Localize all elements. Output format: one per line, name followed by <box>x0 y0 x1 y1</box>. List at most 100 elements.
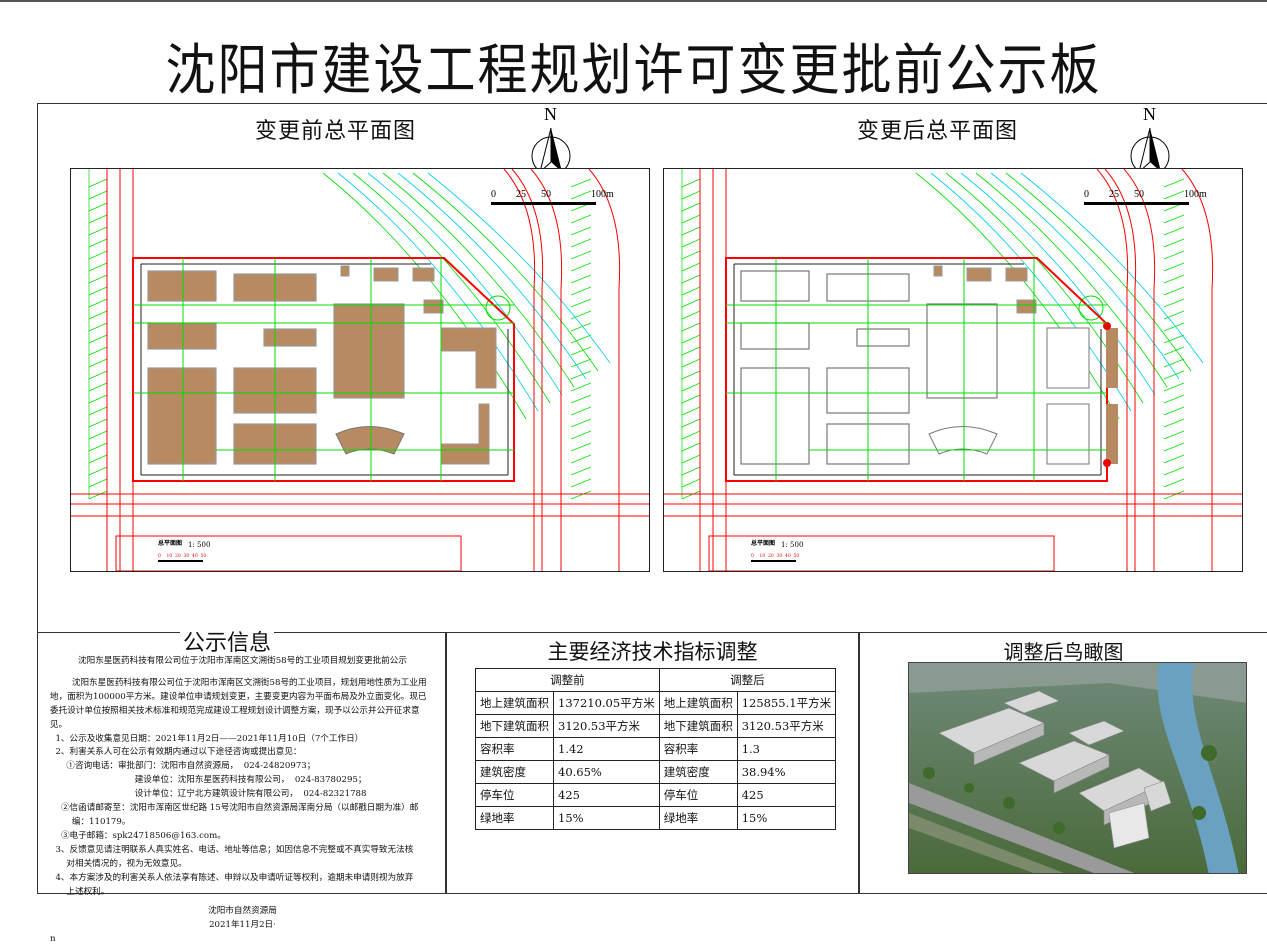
bank-line <box>412 172 599 372</box>
indicator-before-value: 40.65% <box>553 760 660 784</box>
hatch-line <box>88 310 108 320</box>
hatch-line <box>570 382 592 392</box>
indicator-label: 建筑密度 <box>658 760 738 784</box>
bank-line <box>397 172 587 380</box>
hatch-line <box>681 286 701 296</box>
building <box>340 265 350 277</box>
hatch-line <box>1163 286 1185 296</box>
building <box>1046 327 1090 389</box>
hatch-line <box>1163 274 1185 284</box>
indicator-before-value: 137210.05平方米 <box>553 691 660 715</box>
hatch-line <box>681 394 701 404</box>
aerial-rendering-image <box>908 662 1247 874</box>
hatch-line <box>570 250 592 260</box>
hatch-line <box>88 418 108 428</box>
building <box>147 270 217 302</box>
hatch-line <box>88 298 108 308</box>
hatch-line <box>570 214 592 224</box>
plan-before-title: 变更前总平面图 <box>255 119 417 144</box>
building <box>1106 404 1118 464</box>
indicator-label: 容积率 <box>658 737 738 761</box>
legend-tick: 10 <box>760 553 766 559</box>
legend-label: 总平面图 <box>158 539 182 547</box>
hatch-line <box>570 370 592 380</box>
indicators-title: 主要经济技术指标调整 <box>547 640 758 664</box>
hatch-line <box>88 442 108 452</box>
hatch-line <box>88 430 108 440</box>
hatch-line <box>1163 322 1185 332</box>
legend-ratio: 1: 500 <box>781 541 803 549</box>
building <box>856 328 910 347</box>
hatch-line <box>88 382 108 392</box>
internal-road <box>733 263 1102 476</box>
hatch-line <box>570 226 592 236</box>
hatch-line <box>570 394 592 404</box>
arc-building <box>335 426 405 455</box>
hatch-line <box>1163 370 1185 380</box>
info-paragraph: 设计单位：辽宁北方建筑设计院有限公司， 024-82321788 <box>50 789 367 800</box>
hatch-line <box>681 226 701 236</box>
bank-line <box>960 172 1156 396</box>
hatch-line <box>681 430 701 440</box>
info-paragraph: 3、反馈意见请注明联系人真实姓名、电话、地址等信息；如因信息不完整或不真实导致无… <box>55 844 414 869</box>
hatch-line <box>570 466 592 476</box>
internal-road <box>140 263 509 476</box>
scale-tick-label: 0 <box>491 189 496 200</box>
road-line <box>1104 168 1137 571</box>
hatch-line <box>681 454 701 464</box>
hatch-line <box>1163 298 1185 308</box>
info-paragraph: 2、利害关系人可在公示有效期内通过以下途径咨询或提出意见： <box>50 747 302 758</box>
hatch-line <box>681 466 701 476</box>
hatch-line <box>1163 442 1185 452</box>
hatch-line <box>1163 358 1185 368</box>
legend-tick: 10 <box>167 553 173 559</box>
building <box>147 367 217 465</box>
hatch-line <box>570 430 592 440</box>
hatch-line <box>88 454 108 464</box>
indicator-after-value: 425 <box>736 783 837 807</box>
hatch-line <box>88 406 108 416</box>
road-line <box>1123 168 1156 571</box>
hatch-line <box>681 214 701 224</box>
legend-tick: 40 <box>785 553 791 559</box>
scale-tick-label: 100m <box>591 189 614 200</box>
roads <box>664 168 1242 572</box>
bank-line <box>427 172 611 364</box>
building <box>1016 299 1037 314</box>
hatch-line <box>1163 466 1185 476</box>
hatch-line <box>1163 250 1185 260</box>
info-title: 公示信息 <box>180 625 275 657</box>
hatch-line <box>570 262 592 272</box>
hatch-line <box>1163 394 1185 404</box>
indicator-label: 地下建筑面积 <box>475 714 554 738</box>
hatch-line <box>681 190 701 200</box>
road <box>909 783 1134 873</box>
hatch-line <box>1163 262 1185 272</box>
legend-label: 总平面图 <box>751 539 775 547</box>
hatch-line <box>88 274 108 284</box>
hatch-line <box>88 322 108 332</box>
page-title: 沈阳市建设工程规划许可变更批前公示板 <box>165 38 1102 103</box>
hatch-line <box>681 370 701 380</box>
info-paragraph: 建设单位：沈阳东星医药科技有限公司， 024-83780295； <box>50 775 367 786</box>
info-signature: 沈阳市自然资源局 <box>208 906 277 917</box>
hatch-line <box>570 358 592 368</box>
indicator-before-value: 1.42 <box>553 737 660 761</box>
legend-bar <box>751 560 796 562</box>
legend-tick: 20 <box>175 553 181 559</box>
marker <box>1103 322 1111 330</box>
hatch-line <box>570 478 592 488</box>
scale-tick-label: 50 <box>541 189 551 200</box>
trees <box>923 745 1217 834</box>
scale-bar-line <box>1084 202 1189 205</box>
hatch-line <box>1163 178 1185 188</box>
info-paragraph: ①咨询电话：审批部门：沈阳市自然资源局， 024-24820973； <box>50 761 316 772</box>
hatch-line <box>570 418 592 428</box>
legend-tick: 50 <box>794 553 800 559</box>
indicator-label: 地下建筑面积 <box>658 714 738 738</box>
hatch-line <box>570 298 592 308</box>
